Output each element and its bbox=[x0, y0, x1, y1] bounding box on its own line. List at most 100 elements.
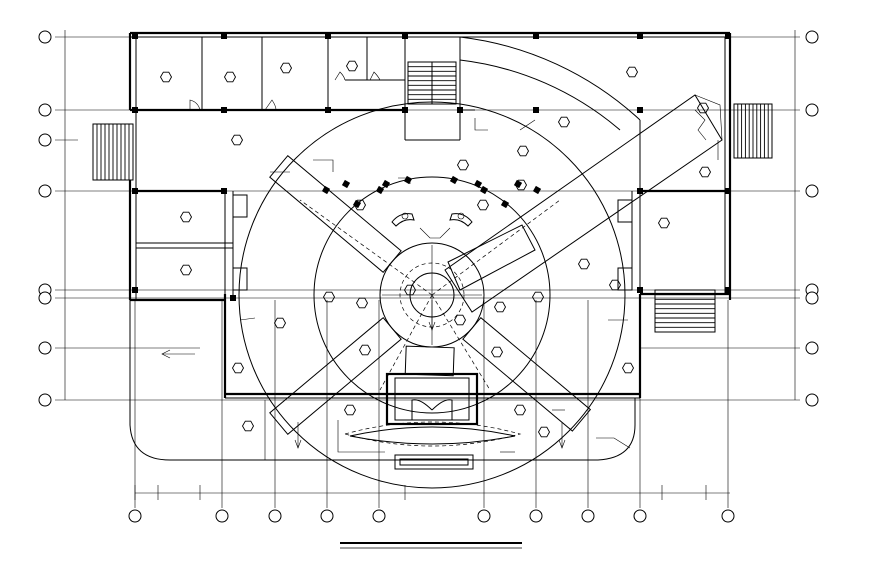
column-icon bbox=[375, 185, 385, 195]
axis-bubble-icon bbox=[581, 509, 595, 523]
column-icon bbox=[132, 188, 138, 194]
light-fixture-icon bbox=[513, 404, 527, 416]
north-rooms bbox=[136, 37, 475, 141]
radial-wing bbox=[404, 345, 455, 377]
light-fixture-icon bbox=[493, 301, 507, 313]
axis-bubble-icon bbox=[38, 341, 52, 355]
light-fixtures bbox=[159, 60, 712, 438]
column-icon bbox=[403, 175, 413, 185]
south-east-stair-icon bbox=[654, 289, 716, 333]
column-icon bbox=[637, 188, 643, 194]
light-fixture-icon bbox=[322, 291, 336, 303]
column-icon bbox=[341, 179, 351, 189]
radial-wing bbox=[462, 316, 592, 432]
axis-bubble-icon bbox=[38, 133, 52, 147]
column-icon bbox=[725, 188, 731, 194]
light-fixture-icon bbox=[514, 179, 528, 191]
axis-bubble-icon bbox=[320, 509, 334, 523]
axis-bubble-icon bbox=[633, 509, 647, 523]
light-fixture-icon bbox=[456, 159, 470, 171]
column-icon bbox=[132, 287, 138, 293]
light-fixture-icon bbox=[353, 199, 367, 211]
axis-bubble-icon bbox=[38, 393, 52, 407]
light-fixture-icon bbox=[279, 62, 293, 74]
column-icon bbox=[637, 33, 643, 39]
axis-bubble-icon bbox=[529, 509, 543, 523]
column-icon bbox=[533, 33, 539, 39]
axis-bubble-icon bbox=[372, 509, 386, 523]
light-fixture-icon bbox=[621, 362, 635, 374]
structural-columns bbox=[132, 33, 731, 301]
light-fixture-icon bbox=[557, 116, 571, 128]
light-fixture-icon bbox=[179, 211, 193, 223]
axis-bubble-icon bbox=[38, 291, 52, 305]
light-fixture-icon bbox=[657, 217, 671, 229]
light-fixture-icon bbox=[698, 166, 712, 178]
radial-wing bbox=[269, 155, 402, 274]
light-fixture-icon bbox=[355, 297, 369, 309]
light-fixture-icon bbox=[577, 258, 591, 270]
light-fixture-icon bbox=[241, 420, 255, 432]
light-fixture-icon bbox=[476, 199, 490, 211]
column-icon bbox=[637, 107, 643, 113]
column-icon bbox=[532, 185, 542, 195]
column-icon bbox=[321, 185, 331, 195]
light-fixture-icon bbox=[625, 66, 639, 78]
column-icon bbox=[533, 107, 539, 113]
column-icon bbox=[457, 107, 463, 113]
light-fixture-icon bbox=[537, 426, 551, 438]
vertical-axis-lines bbox=[134, 300, 729, 508]
light-fixture-icon bbox=[230, 134, 244, 146]
plaza-ticks bbox=[264, 400, 631, 460]
east-rooms bbox=[617, 120, 725, 291]
column-icon bbox=[381, 179, 391, 189]
column-icon bbox=[402, 107, 408, 113]
west-rooms bbox=[136, 189, 248, 300]
axis-bubble-icon bbox=[477, 509, 491, 523]
axis-bubble-icon bbox=[805, 30, 819, 44]
column-icon bbox=[402, 33, 408, 39]
light-fixture-icon bbox=[273, 317, 287, 329]
stairs bbox=[92, 61, 773, 333]
light-fixture-icon bbox=[403, 284, 417, 296]
column-icon bbox=[449, 175, 459, 185]
axis-bubble-icon bbox=[805, 341, 819, 355]
light-fixture-icon bbox=[453, 314, 467, 326]
bottom-dimension-rail bbox=[134, 485, 730, 500]
axis-bubble-icon bbox=[128, 509, 142, 523]
light-fixture-icon bbox=[231, 362, 245, 374]
axis-bubble-icon bbox=[38, 30, 52, 44]
axis-bubble-icon bbox=[721, 509, 735, 523]
column-icon bbox=[500, 199, 510, 209]
light-fixture-icon bbox=[179, 264, 193, 276]
column-icon bbox=[230, 295, 236, 301]
light-fixture-icon bbox=[343, 404, 357, 416]
axis-bubble-icon bbox=[805, 184, 819, 198]
axis-bubble-icon bbox=[38, 103, 52, 117]
axis-bubble-icon bbox=[215, 509, 229, 523]
axis-bubble-icon bbox=[805, 291, 819, 305]
column-icon bbox=[325, 33, 331, 39]
direction-arrows bbox=[161, 300, 566, 449]
radial-wing bbox=[269, 316, 402, 435]
column-icon bbox=[473, 179, 483, 189]
light-fixture-icon bbox=[345, 60, 359, 72]
main-entrance bbox=[343, 212, 522, 470]
column-icon bbox=[132, 107, 138, 113]
light-fixture-icon bbox=[516, 145, 530, 157]
column-icon bbox=[725, 287, 731, 293]
axis-bubble-icon bbox=[805, 103, 819, 117]
light-fixture-icon bbox=[531, 291, 545, 303]
column-icon bbox=[637, 287, 643, 293]
diagonal-bridge bbox=[444, 94, 723, 313]
light-fixture-icon bbox=[159, 71, 173, 83]
light-fixture-icon bbox=[223, 71, 237, 83]
light-fixture-icon bbox=[490, 346, 504, 358]
axis-bubble-icon bbox=[268, 509, 282, 523]
light-fixture-icon bbox=[696, 102, 710, 114]
column-icon bbox=[132, 33, 138, 39]
axis-bubble-icon bbox=[38, 184, 52, 198]
column-icon bbox=[221, 188, 227, 194]
title-underline bbox=[340, 542, 522, 549]
